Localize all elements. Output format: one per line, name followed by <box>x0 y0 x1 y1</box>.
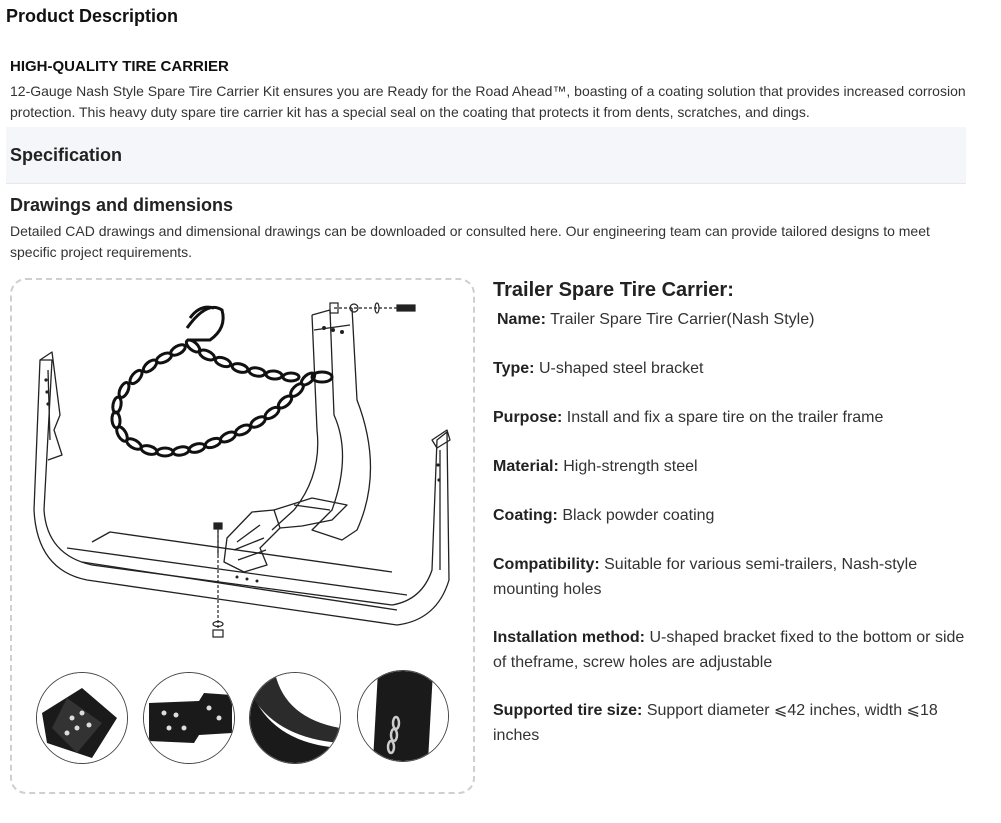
specification-tab-bar[interactable]: Specification <box>6 127 966 184</box>
spec-name: Name: Trailer Spare Tire Carrier(Nash St… <box>497 311 815 328</box>
spec-type: Type: U-shaped steel bracket <box>493 360 704 377</box>
spec-material: Material: High-strength steel <box>493 458 698 475</box>
spec-supported-tire-size: Supported tire size: Support diameter ⩽4… <box>493 702 938 744</box>
drawings-text: Detailed CAD drawings and dimensional dr… <box>10 223 930 260</box>
high-quality-subtitle: HIGH-QUALITY TIRE CARRIER <box>10 58 229 75</box>
spec-purpose: Purpose: Install and fix a spare tire on… <box>493 409 884 426</box>
specs-title: Trailer Spare Tire Carrier: <box>493 279 734 301</box>
spec-installation-method: Installation method: U-shaped bracket fi… <box>493 629 965 671</box>
product-drawing-panel <box>10 278 475 794</box>
product-description-title: Product Description <box>6 6 179 26</box>
product-description-text: 12-Gauge Nash Style Spare Tire Carrier K… <box>10 83 966 120</box>
detail-photo-2 <box>143 672 235 764</box>
spec-compatibility: Compatibility: Suitable for various semi… <box>493 556 918 598</box>
detail-photo-4 <box>357 670 449 762</box>
detail-photo-3 <box>249 672 341 764</box>
specs-panel: Trailer Spare Tire Carrier: Name: Traile… <box>493 278 973 744</box>
detail-photo-1 <box>36 672 128 764</box>
specification-title[interactable]: Specification <box>10 145 123 165</box>
drawings-title: Drawings and dimensions <box>10 195 234 215</box>
spec-coating: Coating: Black powder coating <box>493 507 715 524</box>
tire-carrier-line-drawing <box>33 302 451 638</box>
